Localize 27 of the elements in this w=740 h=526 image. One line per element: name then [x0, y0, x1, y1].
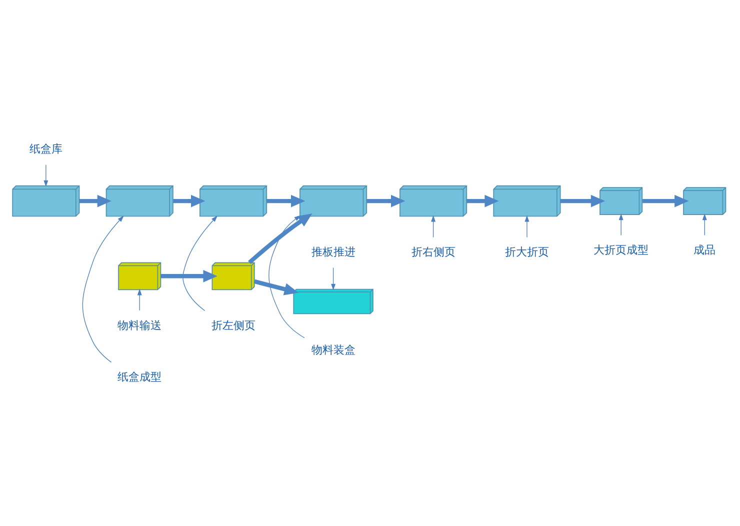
node-text: 折左侧页 — [211, 318, 256, 332]
arrow — [466, 194, 499, 207]
arrow — [266, 194, 306, 207]
arrow — [173, 194, 206, 207]
arrow — [366, 194, 406, 207]
arrow — [137, 288, 142, 310]
arrow — [560, 194, 606, 207]
arrow — [254, 278, 299, 295]
arrow — [642, 194, 689, 207]
node-text: 大折页成型 — [594, 243, 649, 256]
node-text: 折大折页 — [504, 244, 549, 258]
arrow — [524, 214, 530, 238]
arrow — [82, 215, 124, 362]
node-text: 物料输送 — [118, 318, 162, 332]
arrow — [618, 213, 624, 236]
arrow — [79, 194, 112, 207]
node-text: 纸盒成型 — [118, 370, 162, 383]
node-text: 推板推进 — [311, 244, 356, 258]
arrow — [431, 214, 436, 238]
arrow — [331, 266, 336, 290]
arrow — [182, 215, 218, 311]
node-text: 折右侧页 — [411, 244, 456, 258]
arrow — [44, 164, 48, 186]
node-text: 物料装盒 — [311, 342, 356, 356]
node-text: 纸盒库 — [29, 142, 62, 155]
node-text: 成品 — [694, 243, 716, 256]
arrow — [702, 213, 707, 236]
